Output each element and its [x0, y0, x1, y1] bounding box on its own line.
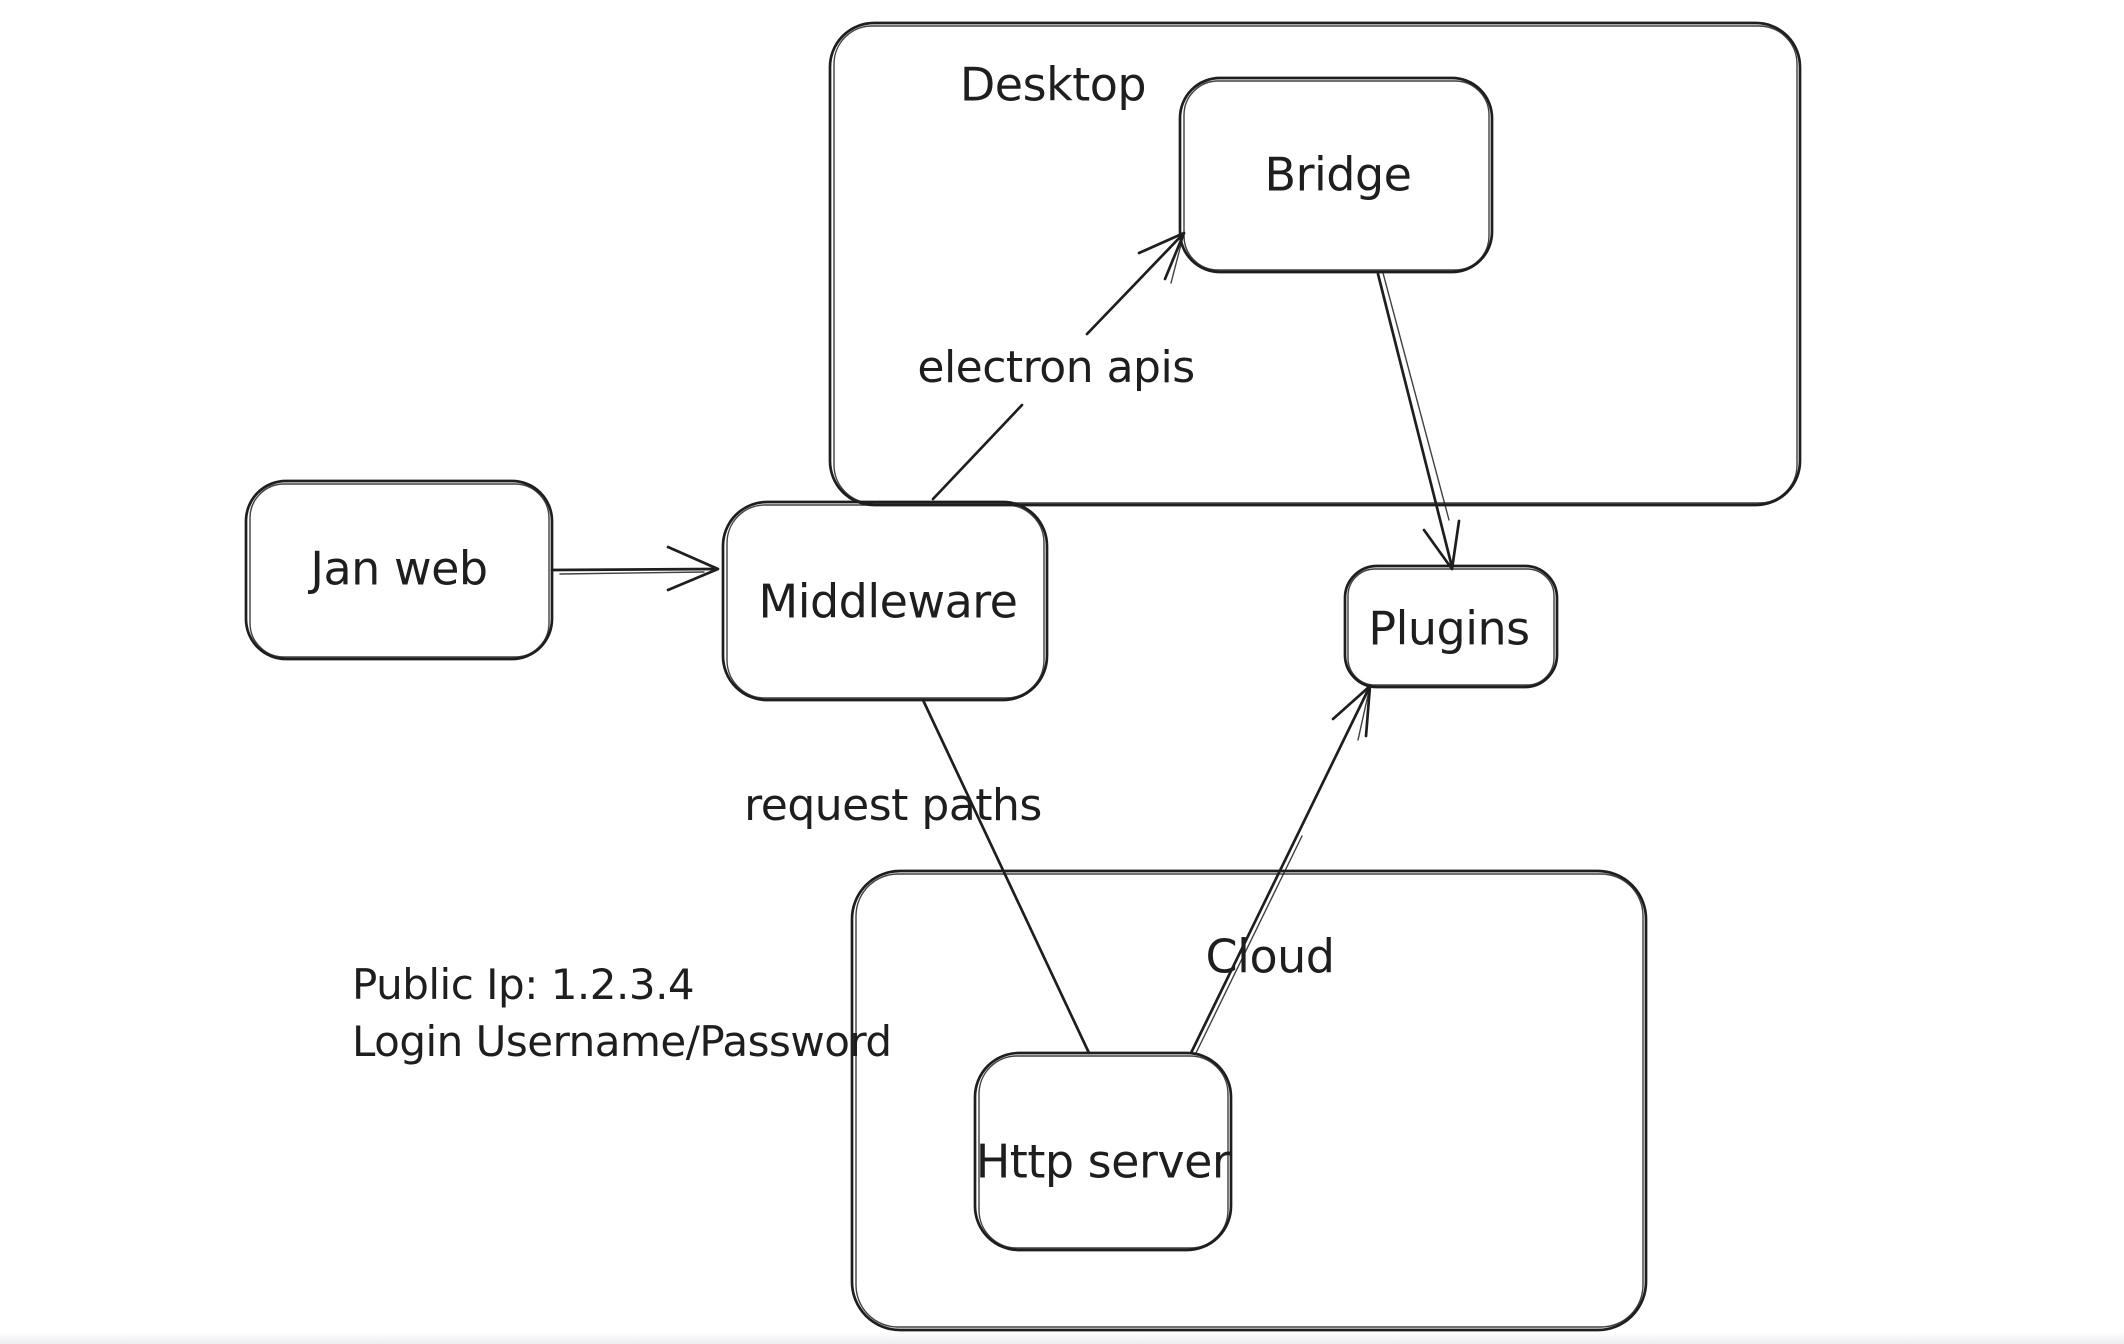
jan-web-node-label[interactable]: Jan web [310, 541, 488, 596]
arrow-janweb-to-middleware[interactable] [550, 545, 720, 592]
http-server-node-label[interactable]: Http server [975, 1134, 1231, 1189]
credentials-note-line2: Login Username/Password [352, 1017, 892, 1066]
cloud-container-shape[interactable] [850, 869, 1648, 1332]
plugins-node-label[interactable]: Plugins [1368, 601, 1530, 656]
request-paths-edge-label[interactable]: request paths [744, 779, 1042, 831]
desktop-container-label[interactable]: Desktop [959, 57, 1147, 112]
cloud-container-label[interactable]: Cloud [1205, 929, 1335, 984]
electron-apis-edge-label[interactable]: electron apis [917, 341, 1195, 393]
bridge-node-label[interactable]: Bridge [1264, 147, 1412, 202]
arrow-httpserver-to-plugins[interactable] [1189, 684, 1372, 1055]
credentials-note[interactable]: Public Ip: 1.2.3.4 Login Username/Passwo… [352, 956, 892, 1070]
arrow-middleware-to-bridge[interactable] [931, 231, 1186, 501]
credentials-note-line1: Public Ip: 1.2.3.4 [352, 960, 695, 1009]
bridge-node-shape[interactable] [1178, 76, 1494, 274]
line-middleware-to-httpserver[interactable] [921, 698, 1091, 1055]
middleware-node-label[interactable]: Middleware [758, 574, 1018, 629]
middleware-node-shape[interactable] [721, 500, 1049, 702]
desktop-container-shape[interactable] [828, 21, 1802, 507]
http-server-node-shape[interactable] [973, 1051, 1233, 1252]
viewport-bottom-fade [0, 1332, 2124, 1344]
arrow-bridge-to-plugins[interactable] [1376, 272, 1461, 571]
